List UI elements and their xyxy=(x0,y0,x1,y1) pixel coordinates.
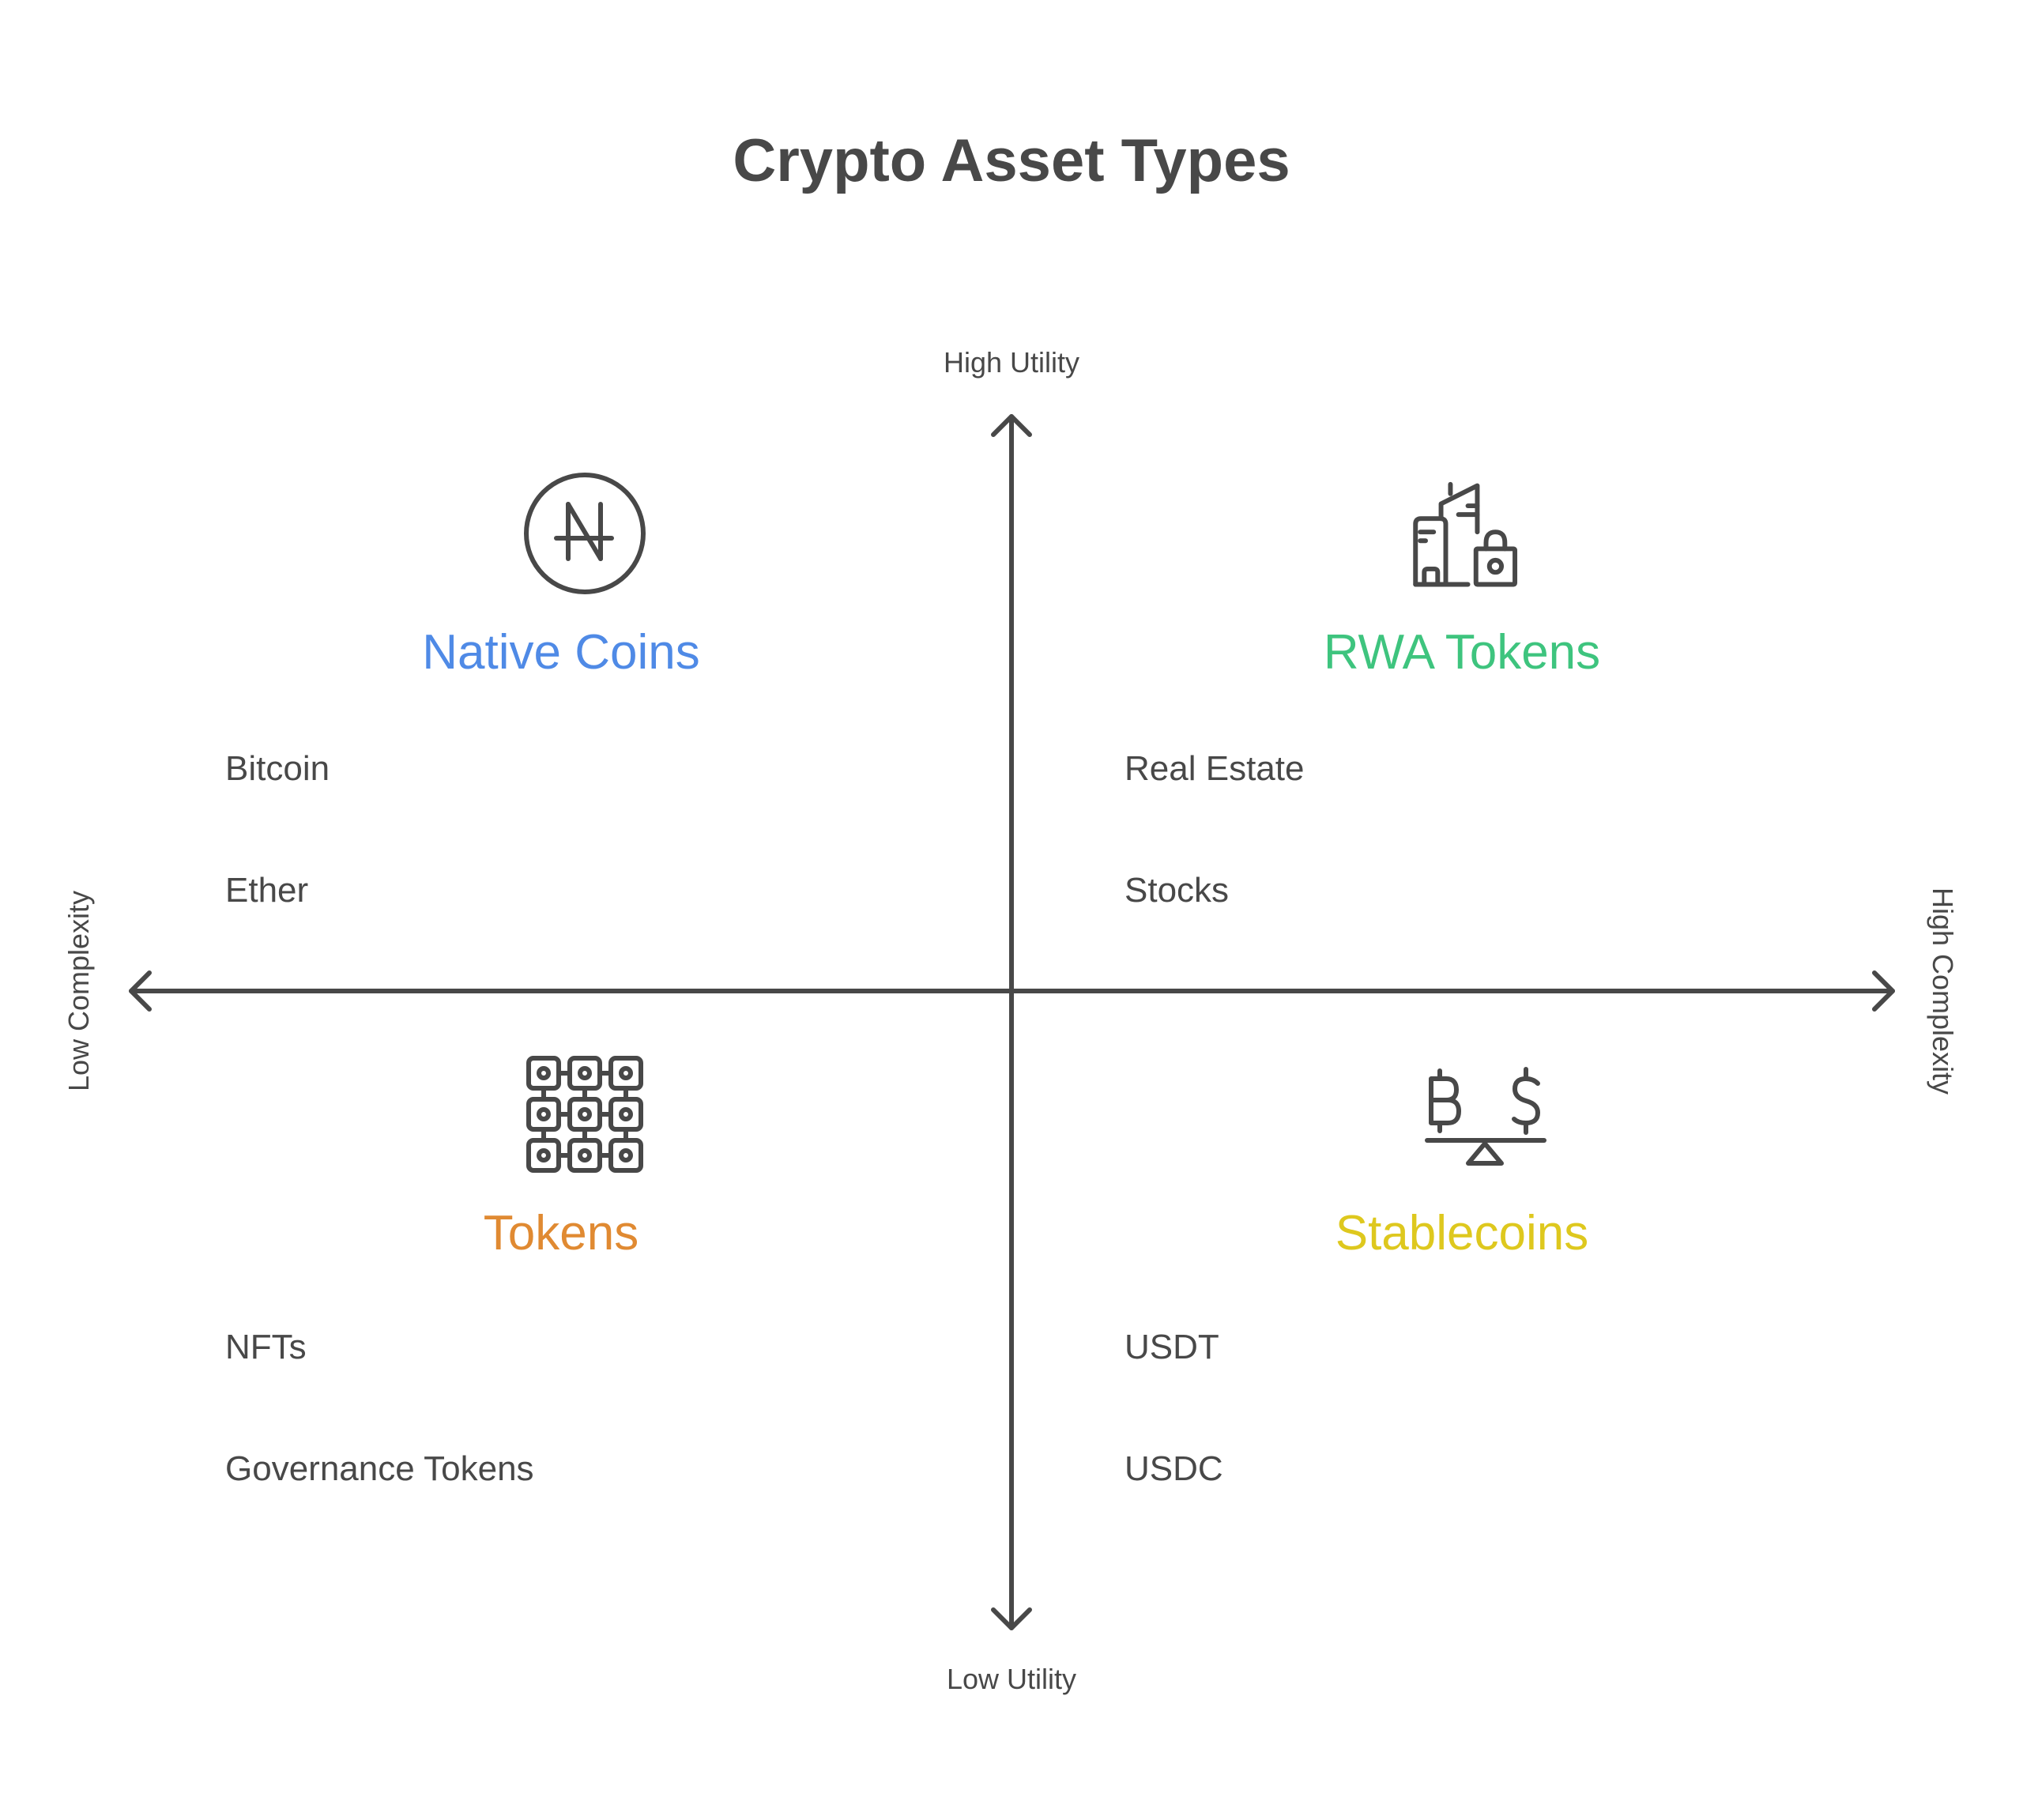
naira-coin-icon xyxy=(524,473,646,594)
quadrant-title-native-coins: Native Coins xyxy=(422,625,700,680)
quadrant-title-stablecoins: Stablecoins xyxy=(1335,1206,1589,1260)
list-item: USDC xyxy=(1125,1449,1223,1488)
axis-label-high-utility: High Utility xyxy=(943,346,1080,379)
quadrant-title-rwa-tokens: RWA Tokens xyxy=(1323,625,1601,680)
quadrant-title-tokens: Tokens xyxy=(483,1206,639,1260)
list-item: Bitcoin xyxy=(225,749,330,788)
right-arrowhead xyxy=(1872,970,1895,1012)
list-item: Governance Tokens xyxy=(225,1449,534,1488)
down-arrowhead xyxy=(991,1607,1032,1630)
left-arrowhead xyxy=(129,970,152,1012)
list-item: USDT xyxy=(1125,1328,1219,1366)
page-title: Crypto Asset Types xyxy=(733,127,1290,194)
axis-label-low-utility: Low Utility xyxy=(946,1663,1077,1695)
list-item: Stocks xyxy=(1125,871,1230,910)
bitcoin-dollar-scale-icon xyxy=(1425,1067,1546,1166)
up-arrowhead xyxy=(991,414,1032,437)
blockchain-grid-icon xyxy=(526,1056,643,1173)
buildings-lock-icon xyxy=(1413,481,1518,587)
axis-label-high-complexity: High Complexity xyxy=(1927,887,1959,1095)
list-item: NFTs xyxy=(225,1328,307,1366)
list-item: Real Estate xyxy=(1125,749,1305,788)
axis-label-low-complexity: Low Complexity xyxy=(62,890,95,1092)
list-item: Ether xyxy=(225,871,309,910)
